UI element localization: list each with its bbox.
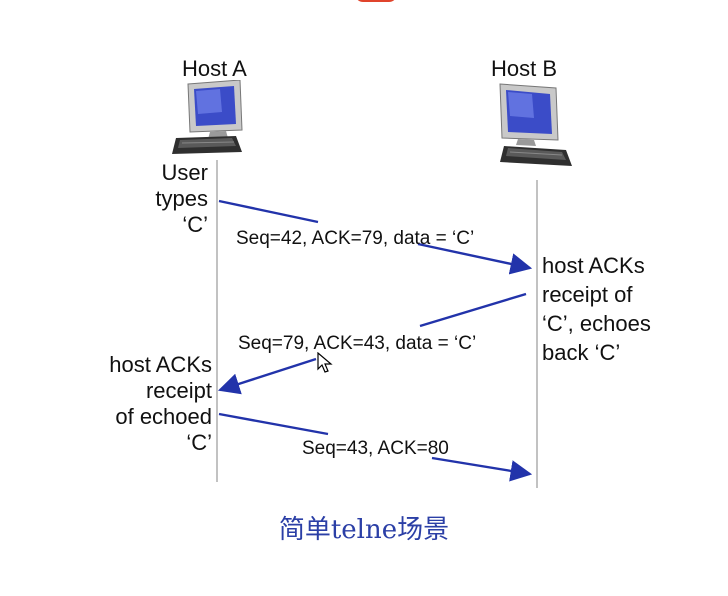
top-decoration (355, 0, 397, 2)
segment-3-arrow-head (431, 456, 533, 482)
segment-1-label: Seq=42, ACK=79, data = ‘C’ (236, 228, 475, 249)
user-types-note: User types ‘C’ (120, 160, 208, 238)
user-types-line-3: ‘C’ (182, 212, 208, 237)
host-b-ack-line-1: host ACKs (542, 253, 645, 278)
segment-1-arrow-head (417, 242, 533, 275)
host-a-computer-icon (172, 80, 243, 154)
host-a-ack-line-3: of echoed (115, 404, 212, 429)
host-a-ack-line-1: host ACKs (109, 352, 212, 377)
segment-3-arrow (218, 412, 329, 436)
host-b-ack-note: host ACKs receipt of ‘C’, echoes back ‘C… (542, 251, 692, 367)
host-a-ack-line-2: receipt (145, 378, 212, 403)
host-b-ack-line-3: ‘C’, echoes (542, 311, 651, 336)
diagram-caption: 简单telne场景 (278, 515, 450, 545)
host-a-label: Host A (182, 56, 247, 81)
host-b-computer-icon (499, 83, 572, 166)
host-b-ack-line-4: back ‘C’ (542, 340, 621, 365)
user-types-line-1: User (161, 160, 208, 185)
segment-1-arrow (218, 199, 319, 224)
user-types-line-2: types (155, 186, 208, 211)
host-b-ack-line-2: receipt of (542, 282, 633, 307)
segment-2-arrow-head (217, 357, 317, 395)
host-a-ack-note: host ACKs receipt of echoed ‘C’ (90, 352, 212, 456)
segment-2-arrow (419, 292, 527, 328)
segment-3-label: Seq=43, ACK=80 (302, 438, 449, 459)
host-a-ack-line-4: ‘C’ (186, 430, 212, 455)
host-b-label: Host B (491, 56, 558, 81)
segment-2-label: Seq=79, ACK=43, data = ‘C’ (238, 333, 477, 354)
mouse-cursor-icon (317, 352, 333, 373)
